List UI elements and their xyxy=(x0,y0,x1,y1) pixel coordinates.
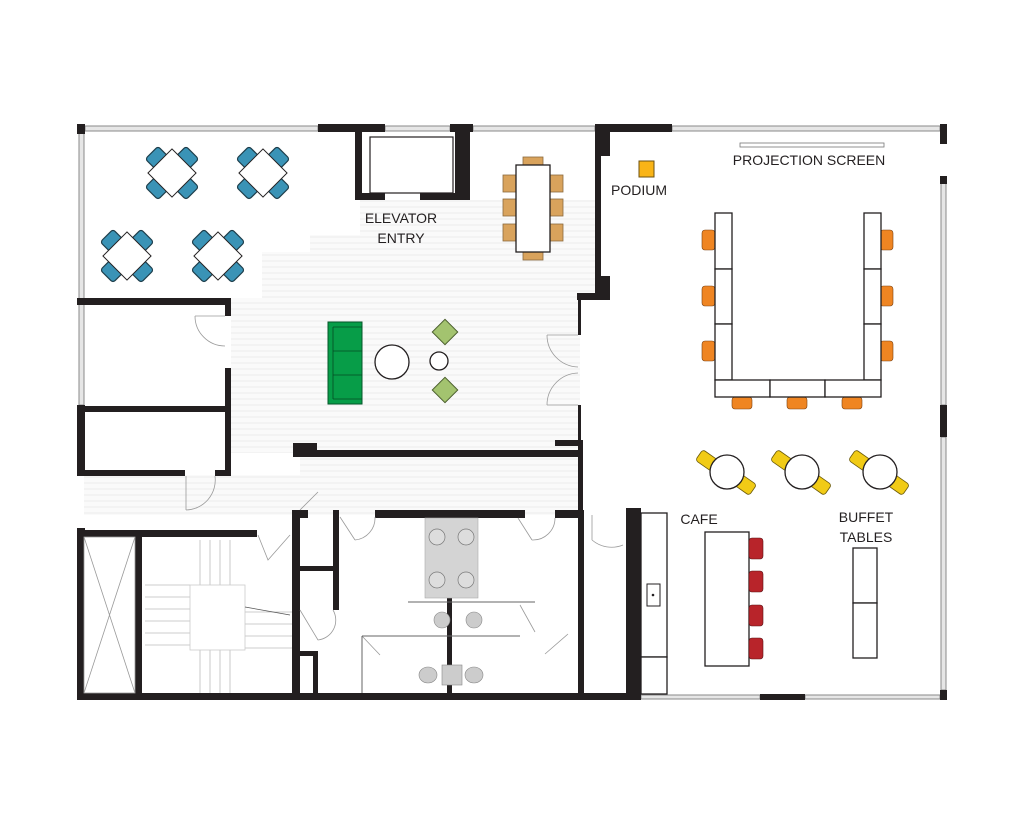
cafe-table xyxy=(862,454,898,490)
lounge-table xyxy=(147,148,197,198)
lounge-table xyxy=(193,231,243,281)
elevator-entry-label-2: ENTRY xyxy=(377,230,425,246)
lounge-tables xyxy=(100,146,290,283)
toilet-icon xyxy=(418,666,438,684)
lounge-table-set xyxy=(100,229,154,283)
accent-chair xyxy=(431,318,459,346)
dining-table xyxy=(502,156,564,261)
cafe-area xyxy=(640,512,878,695)
buffet-table xyxy=(852,547,878,604)
sink-icon xyxy=(457,571,475,589)
toilet-icon xyxy=(464,666,484,684)
side-table xyxy=(429,351,449,371)
coffee-table xyxy=(374,344,410,380)
lounge-table xyxy=(102,231,152,281)
buffet-table xyxy=(852,602,878,659)
restroom-fixtures xyxy=(361,517,535,693)
sink-icon xyxy=(428,571,446,589)
doors[interactable] xyxy=(185,315,624,656)
toilet-icon xyxy=(433,611,451,629)
cafe-island xyxy=(704,531,750,667)
cafe-table-set xyxy=(849,450,909,495)
lounge-table-set xyxy=(191,229,245,283)
accent-chair xyxy=(431,376,459,404)
projection-screen xyxy=(739,142,885,148)
toilet-icon xyxy=(465,611,483,629)
cafe-table-set xyxy=(696,450,756,495)
lounge-table-set xyxy=(145,146,199,200)
windows xyxy=(78,125,947,700)
elevator-entry-label: ELEVATOR xyxy=(365,210,437,226)
walls xyxy=(77,124,947,700)
sink-icon xyxy=(457,528,475,546)
podium-label: PODIUM xyxy=(611,182,667,198)
cafe-table xyxy=(709,454,745,490)
buffet-label-2: TABLES xyxy=(840,529,893,545)
sink-icon xyxy=(428,528,446,546)
lobby-floor xyxy=(84,200,595,515)
lounge-table-set xyxy=(236,146,290,200)
podium xyxy=(638,160,655,178)
cafe-label: CAFE xyxy=(680,511,717,527)
cafe-table xyxy=(784,454,820,490)
lounge-seating xyxy=(327,318,459,405)
cafe-table-set xyxy=(771,450,831,495)
cafe-tables xyxy=(696,450,909,495)
lounge-table xyxy=(238,148,288,198)
sofa xyxy=(327,321,363,405)
stairwell xyxy=(83,536,292,694)
buffet-label: BUFFET xyxy=(839,509,894,525)
projection-screen-label: PROJECTION SCREEN xyxy=(733,152,885,168)
conference-area xyxy=(638,142,894,410)
